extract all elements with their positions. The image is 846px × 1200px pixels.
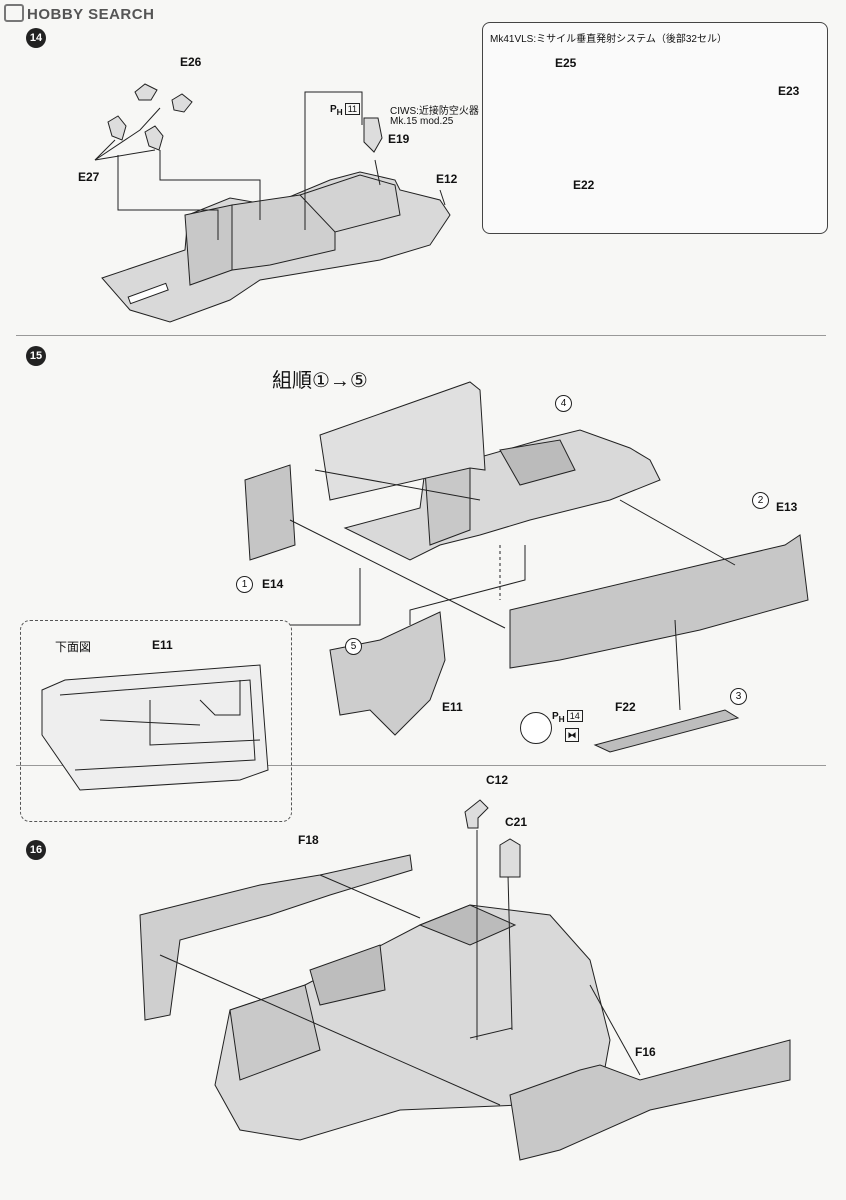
ciws-label: CIWS:近接防空火器 [390,106,479,117]
assembly-order-label: 組順①→⑤ [272,370,368,392]
inset-title: 下面図 [55,640,92,654]
inset-drawing [41,664,269,791]
order-circle-3: 3 [730,688,747,705]
panel-divider [16,335,826,336]
part-label-e12: E12 [436,172,458,186]
leader-lines [94,91,446,240]
part-label-f18: F18 [298,833,319,847]
part-label-e27: E27 [78,170,100,184]
photo-etch-fan-icon [520,712,552,744]
step-number-15: 15 [26,346,46,366]
order-circle-5: 5 [345,638,362,655]
leader-lines-15 [289,469,736,711]
order-circle-2: 2 [752,492,769,509]
part-label-e14: E14 [262,577,284,591]
part-label-e13: E13 [776,500,798,514]
step-number-14: 14 [26,28,46,48]
inset-part-label-e11: E11 [152,638,173,652]
parts-c12-c21 [464,799,521,878]
bowtie-icon: ⧓ [565,728,579,742]
order-circle-4: 4 [555,395,572,412]
panel-divider [16,765,826,766]
watermark: HOBBY SEARCH [4,4,154,23]
part-label-e25: E25 [555,56,577,70]
part-label-e19: E19 [388,132,410,146]
part-label-c21: C21 [505,815,528,829]
hull-step16-drawing [139,854,791,1161]
logo-icon [4,4,24,22]
part-label-f16: F16 [635,1045,656,1059]
step-number-16: 16 [26,840,46,860]
part-label-f22: F22 [615,700,636,714]
part-label-c12: C12 [486,773,509,787]
bottom-view-inset [20,620,292,822]
hull-step15-drawing [244,381,809,753]
parts-e26-e27 [107,83,383,153]
vls-title: Mk41VLS:ミサイル垂直発射システム（後部32セル） [490,34,727,45]
vls-detail-box [482,22,828,234]
order-circle-1: 1 [236,576,253,593]
ciws-model: Mk.15 mod.25 [390,116,454,127]
part-label-e22: E22 [573,178,595,192]
hull-e12-drawing [101,171,451,323]
leader-lines-16 [159,830,641,1106]
part-label-e11: E11 [442,700,463,714]
part-label-e26: E26 [180,55,202,69]
part-label-e23: E23 [778,84,800,98]
